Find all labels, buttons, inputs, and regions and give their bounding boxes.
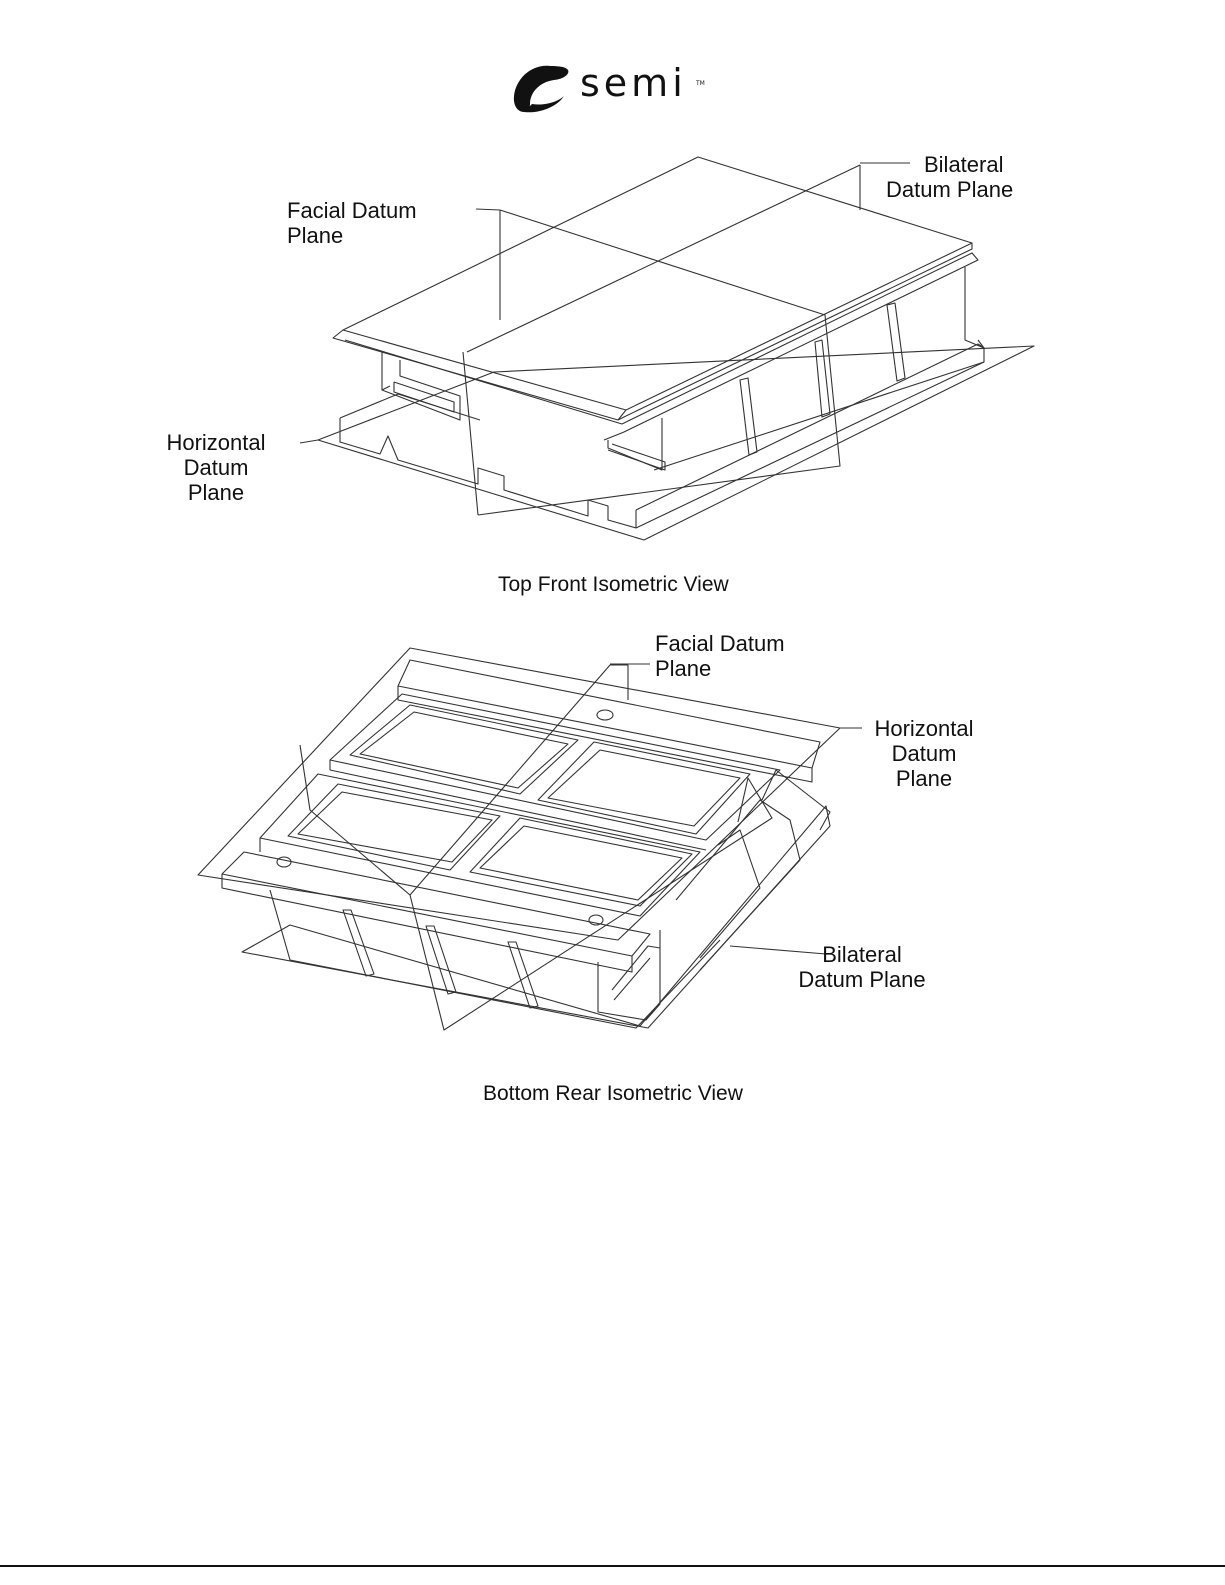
top-horizontal-datum-plane [318,346,1034,540]
label-top-facial: Facial Datum Plane [287,198,417,248]
bottom-rear-isometric-drawing [198,648,862,1030]
label-top-bilateral: Bilateral Datum Plane [886,152,1013,202]
label-bottom-horizontal: Horizontal Datum Plane [868,716,980,791]
top-cover-plate [333,157,972,420]
bottom-bilateral-datum-plane-side [300,745,410,895]
label-bottom-bilateral: Bilateral Datum Plane [796,942,928,992]
label-bottom-facial: Facial Datum Plane [655,631,785,681]
page-bottom-rule [0,1565,1225,1567]
label-top-horizontal: Horizontal Datum Plane [160,430,272,505]
top-bilateral-datum-plane [463,352,478,515]
caption-top-view: Top Front Isometric View [498,573,729,597]
caption-bottom-view: Bottom Rear Isometric View [483,1082,743,1106]
leader-facial-top [476,209,500,210]
leader-horizontal-top [300,440,318,443]
